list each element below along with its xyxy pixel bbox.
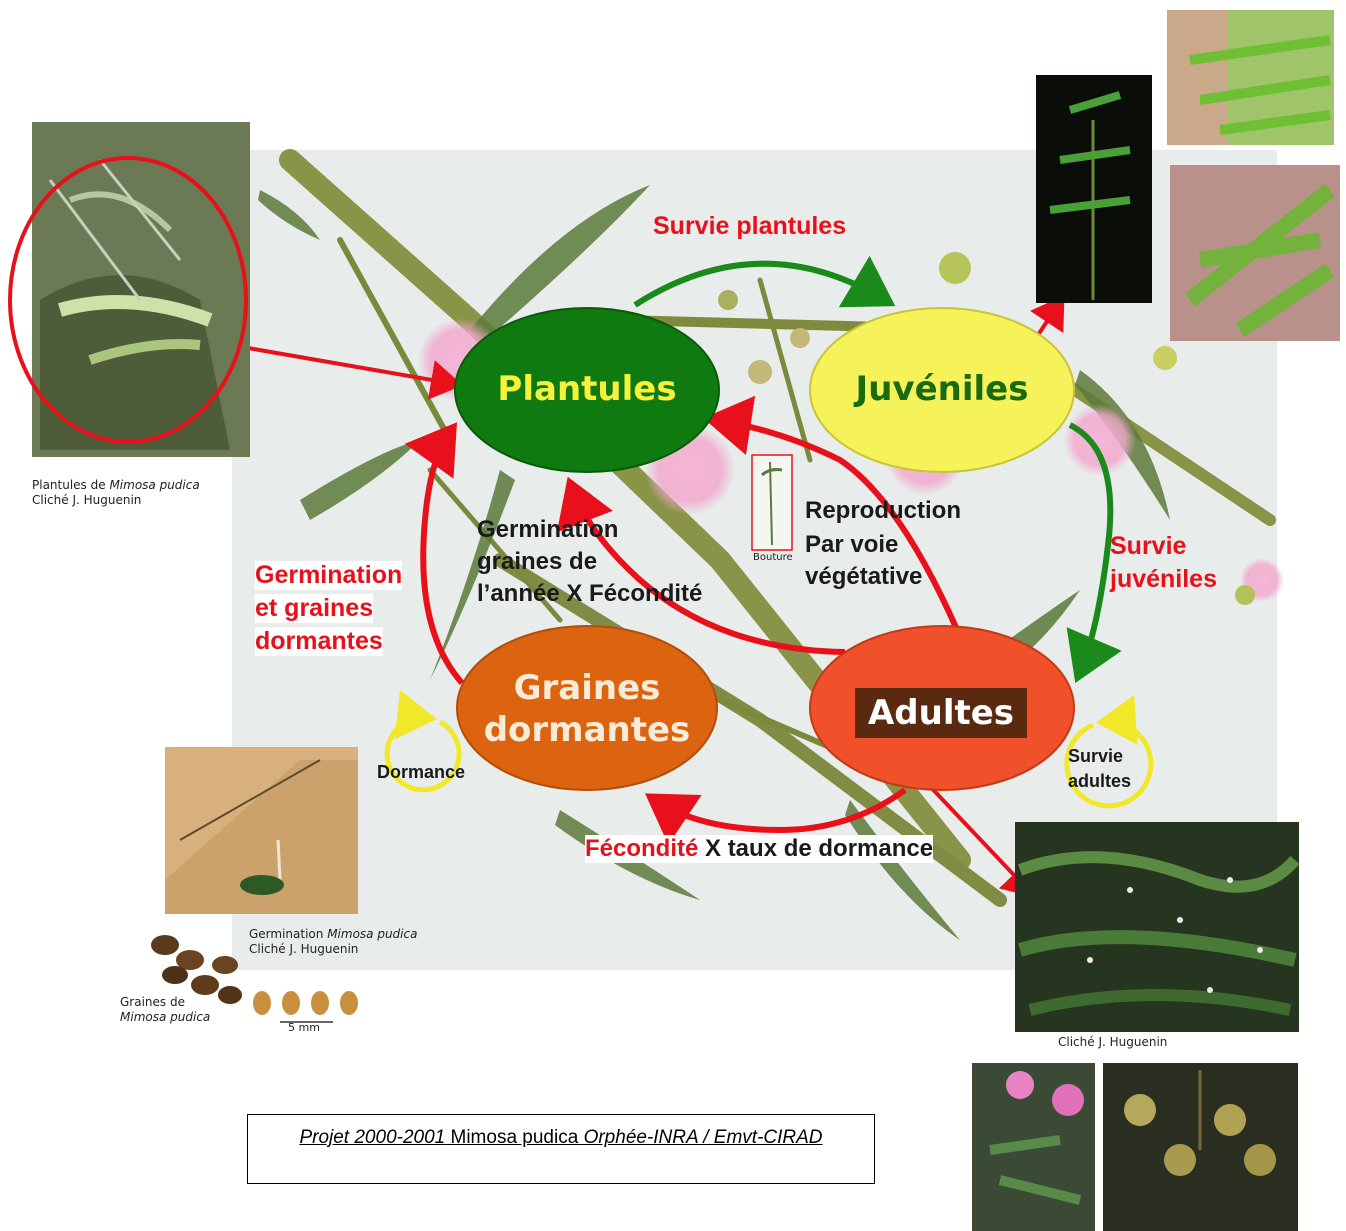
photo-pink-flowers	[972, 1063, 1095, 1231]
label-germination-2: et graines	[255, 594, 373, 623]
caption-adultes-credit: Cliché J. Huguenin	[1058, 1035, 1167, 1050]
caption-plantules-species: Mimosa pudica	[109, 478, 199, 492]
label-bouture: Bouture	[753, 550, 793, 565]
label-survie-juveniles-1: Survie	[1110, 532, 1186, 561]
credit-project: Projet 2000-2001	[299, 1127, 445, 1148]
caption-germination-credit: Cliché J. Huguenin	[249, 942, 358, 956]
label-germination-annee-1: Germination	[477, 516, 618, 544]
photo-juvenile-plant	[1036, 75, 1152, 303]
node-label-adultes: Adultes	[855, 693, 1027, 733]
label-reproduction-1: Reproduction	[805, 497, 961, 525]
label-reproduction-2: Par voie	[805, 531, 898, 559]
node-label-graines-1: Graines	[465, 668, 709, 708]
caption-scale: 5 mm	[288, 1020, 320, 1035]
photo-germination	[165, 747, 358, 914]
node-label-graines-2: dormantes	[465, 710, 709, 750]
photo-adult-population	[1015, 822, 1299, 1032]
label-reproduction-3: végétative	[805, 563, 922, 591]
credit-orgs: Orphée-INRA / Emvt-CIRAD	[584, 1127, 823, 1148]
node-label-juveniles: Juvéniles	[825, 369, 1059, 409]
photo-leaflets-top	[1167, 10, 1334, 145]
caption-plantules-prefix: Plantules de	[32, 478, 109, 492]
label-survie-plantules: Survie plantules	[653, 212, 846, 241]
caption-plantules: Plantules de Mimosa pudica Cliché J. Hug…	[32, 478, 200, 508]
photo-leaflets-bottom	[1170, 165, 1340, 341]
node-graines-dormantes	[457, 626, 717, 790]
caption-germination-species: Mimosa pudica	[327, 927, 417, 941]
caption-graines-species: Mimosa pudica	[120, 1010, 210, 1024]
node-label-plantules: Plantules	[470, 369, 704, 409]
project-credit-box: Projet 2000-2001 Mimosa pudica Orphée-IN…	[247, 1114, 875, 1184]
caption-germination-prefix: Germination	[249, 927, 327, 941]
caption-plantules-credit: Cliché J. Huguenin	[32, 493, 141, 507]
photo-plantules	[10, 122, 250, 457]
label-survie-adultes-1: Survie	[1068, 746, 1123, 767]
label-germination-3: dormantes	[255, 627, 383, 656]
caption-germination: Germination Mimosa pudica Cliché J. Hugu…	[249, 927, 417, 957]
photo-seed-heads	[1103, 1063, 1298, 1231]
label-dormance: Dormance	[377, 762, 465, 783]
caption-graines-line1: Graines de	[120, 995, 185, 1009]
label-survie-juveniles-2: juvéniles	[1110, 565, 1217, 594]
label-germination-annee-3: l’année X Fécondité	[477, 580, 702, 608]
label-germination-annee-2: graines de	[477, 548, 597, 576]
label-fecondite-rest: X taux de dormance	[698, 835, 933, 862]
label-fecondite-word: Fécondité	[585, 835, 698, 862]
label-survie-adultes-2: adultes	[1068, 771, 1131, 792]
label-fecondite: Fécondité X taux de dormance	[585, 835, 933, 863]
label-germination-1: Germination	[255, 561, 402, 590]
credit-species: Mimosa pudica	[445, 1127, 583, 1148]
caption-graines: Graines de Mimosa pudica	[120, 995, 210, 1025]
